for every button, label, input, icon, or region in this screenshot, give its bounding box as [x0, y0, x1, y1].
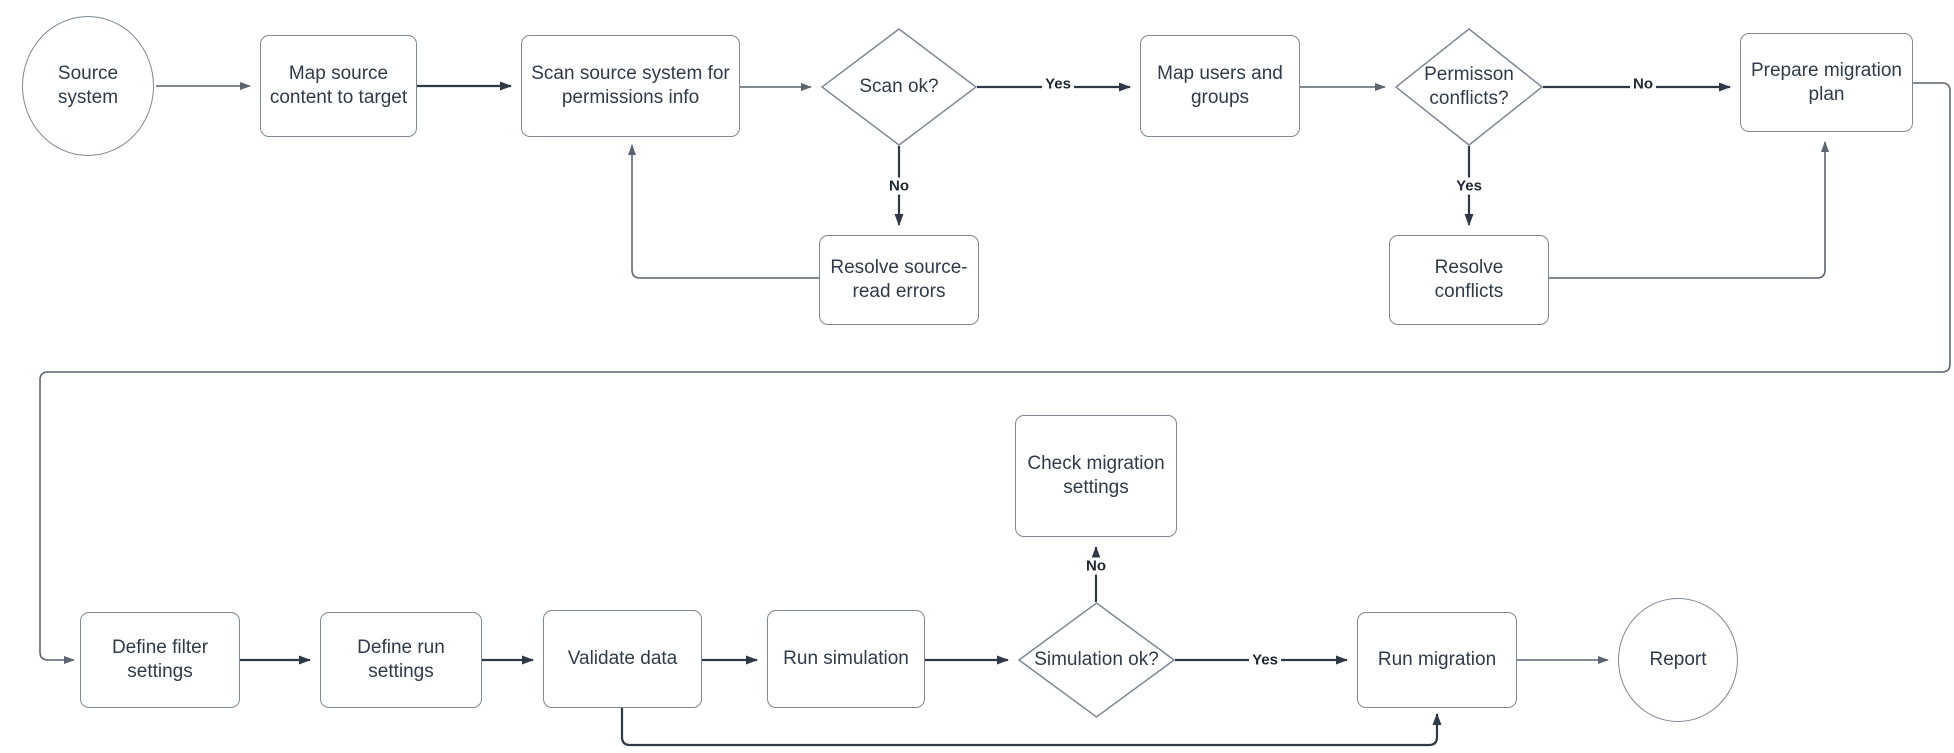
node-simulation-ok-decision: Simulation ok? — [1018, 602, 1175, 718]
node-scan-source-system: Scan source system for permissions info — [521, 35, 740, 137]
edge-label-scan-ok-no: No — [886, 177, 912, 195]
diamond-shape — [1395, 28, 1543, 146]
node-validate-data-label: Validate data — [567, 648, 678, 670]
edge-resolve-errors-to-scan-source — [628, 144, 819, 279]
node-permission-conflicts-label: Permisson conflicts? — [1424, 64, 1514, 109]
node-define-filter-settings: Define filter settings — [80, 612, 240, 708]
node-define-run-settings: Define run settings — [320, 612, 482, 708]
diamond-shape — [1018, 602, 1175, 718]
edge-label-scan-ok-yes: Yes — [1042, 75, 1074, 93]
node-resolve-source-read-errors: Resolve source-read errors — [819, 235, 979, 325]
node-check-migration-settings: Check migration settings — [1015, 415, 1177, 537]
node-prepare-migration-plan: Prepare migration plan — [1740, 33, 1913, 132]
node-define-run-settings-label: Define run settings — [357, 637, 445, 682]
edge-prepare-plan-to-define-filter — [39, 82, 1951, 664]
node-define-filter-settings-label: Define filter settings — [111, 637, 209, 682]
node-resolve-conflicts: Resolve conflicts — [1389, 235, 1549, 325]
node-resolve-conflicts-label: Resolve conflicts — [1434, 257, 1504, 302]
node-report: Report — [1618, 598, 1738, 722]
edge-label-simulation-ok-no: No — [1083, 557, 1109, 575]
node-prepare-migration-plan-label: Prepare migration plan — [1750, 59, 1903, 105]
node-source-system-label: Source system — [57, 63, 119, 108]
node-scan-ok-label: Scan ok? — [859, 76, 939, 98]
node-simulation-ok-label: Simulation ok? — [1034, 649, 1159, 671]
node-map-source-content: Map source content to target — [260, 35, 417, 137]
edge-resolve-conflicts-to-prepare-plan — [1549, 141, 1829, 279]
edge-validate-data-to-run-migration — [620, 708, 1442, 747]
node-scan-ok-decision: Scan ok? — [821, 28, 977, 146]
diamond-shape — [821, 28, 977, 146]
node-resolve-source-read-errors-label: Resolve source-read errors — [830, 257, 968, 302]
node-scan-source-system-label: Scan source system for permissions info — [531, 63, 730, 108]
node-run-simulation-label: Run simulation — [783, 648, 909, 670]
node-source-system: Source system — [22, 16, 154, 156]
node-run-migration-label: Run migration — [1377, 649, 1497, 671]
node-map-users-groups: Map users and groups — [1140, 35, 1300, 137]
node-map-users-groups-label: Map users and groups — [1157, 63, 1283, 108]
edge-label-simulation-ok-yes: Yes — [1249, 651, 1281, 669]
node-check-migration-settings-label: Check migration settings — [1027, 453, 1165, 498]
node-map-source-content-label: Map source content to target — [269, 63, 408, 108]
node-run-migration: Run migration — [1357, 612, 1517, 708]
node-report-label: Report — [1649, 649, 1707, 671]
edge-label-perm-conflicts-no: No — [1630, 75, 1656, 93]
node-run-simulation: Run simulation — [767, 610, 925, 708]
edge-label-perm-conflicts-yes: Yes — [1453, 177, 1485, 195]
node-permission-conflicts-decision: Permisson conflicts? — [1395, 28, 1543, 146]
node-validate-data: Validate data — [543, 610, 702, 708]
